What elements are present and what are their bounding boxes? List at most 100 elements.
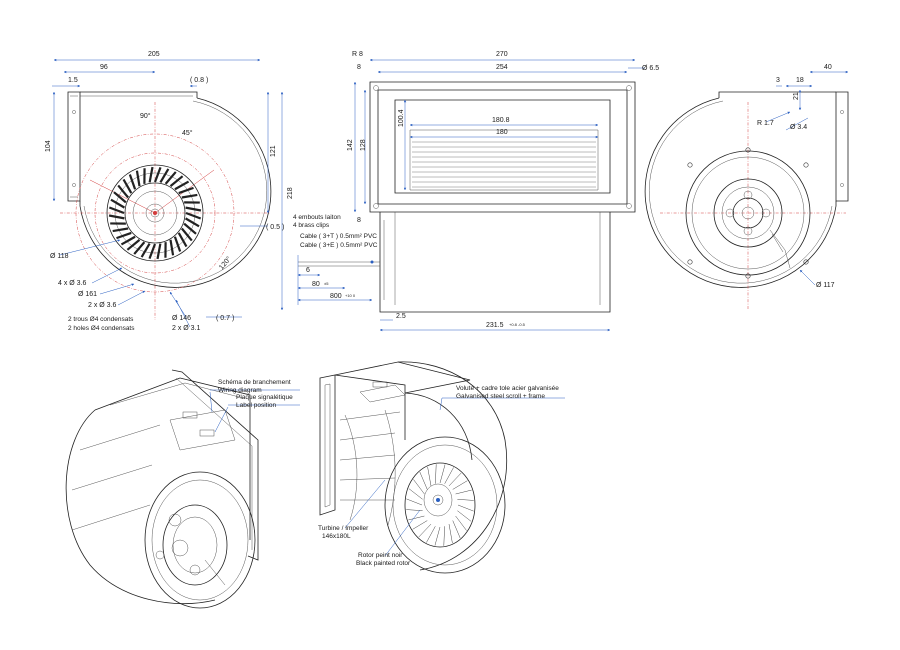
note-cable-3e: Cable ( 3+E ) 0.5mm² PVC: [300, 242, 378, 249]
rear-studs: [687, 147, 809, 279]
impeller-blade: [184, 217, 200, 228]
tol-80: ±5: [324, 281, 329, 286]
dim-270: 270: [496, 51, 508, 58]
label-scroll-fr: Volute + cadre tole acier galvanisée: [456, 385, 559, 392]
impeller-blade: [128, 174, 137, 190]
dim-1-5: 1.5: [68, 77, 78, 84]
label-plate-fr: Plaque signalétique: [236, 394, 293, 401]
dim-8-side: 8: [357, 217, 361, 224]
impeller-slat: [406, 498, 423, 506]
impeller-blade: [185, 206, 202, 212]
callout-4xd3-6: 4 x Ø 3.6: [58, 280, 87, 287]
impeller-slat: [427, 466, 432, 486]
impeller-blade: [185, 211, 202, 220]
mounting-hole: [803, 259, 809, 265]
label-scroll-en: Galvanised steel scroll + frame: [456, 393, 545, 400]
impeller-slat: [412, 520, 428, 530]
isometric-front: Volute + cadre tole acier galvanisée Gal…: [318, 361, 565, 574]
dim-21: 21: [793, 92, 800, 100]
impeller-slat: [457, 499, 474, 501]
note-brass-fr: 4 embouts laiton: [293, 214, 341, 221]
impeller-blade: [126, 238, 141, 251]
impeller-blade: [135, 170, 141, 187]
dim-100-4: 100.4: [398, 109, 405, 127]
rear-view: 40 3 18 21 R 1.7 Ø 3.4 Ø 117: [644, 64, 849, 310]
angle-45: 45°: [182, 129, 193, 137]
impeller-blade: [116, 231, 132, 240]
dim-8-top: 8: [357, 64, 361, 71]
label-plate-en: Label position: [236, 402, 276, 409]
label-rotor-fr: Rotor peint noir: [358, 552, 403, 559]
dim-r8: R 8: [352, 51, 363, 58]
dim-96: 96: [100, 64, 108, 71]
note-condensate-en: 2 holes Ø4 condensats: [68, 325, 135, 332]
impeller-slat: [448, 524, 453, 544]
impeller-blade: [174, 180, 190, 191]
tol-800: +10 0: [345, 293, 356, 298]
impeller-blade: [178, 186, 194, 195]
impeller-blade: [153, 166, 162, 183]
impeller-slat: [444, 467, 454, 484]
dim-6: 6: [306, 267, 310, 274]
impeller-blade: [148, 243, 157, 260]
dim-104: 104: [45, 140, 52, 152]
impeller-slat: [419, 471, 428, 490]
dim-width-205: 205: [148, 51, 160, 58]
impeller-slat: [408, 488, 423, 500]
dim-18: 18: [796, 77, 804, 84]
dim-231-5: 231.5: [486, 322, 504, 329]
tol-231-5: +0.8 -0.5: [509, 322, 526, 327]
label-wiring-en: Wiring diagram: [218, 387, 262, 394]
front-view: 205 96 1.5 ( 0.8 ) 104 121 218 ( 0.5 ) 9…: [45, 51, 294, 332]
impeller-slat: [457, 510, 472, 522]
dim-180: 180: [496, 129, 508, 136]
dim-0-8: ( 0.8 ): [190, 77, 208, 84]
mounting-hole: [803, 162, 809, 168]
isometric-rear: Schéma de branchement Wiring diagram Pla…: [65, 369, 300, 609]
impeller-slat: [435, 464, 437, 484]
dim-254: 254: [496, 64, 508, 71]
impeller-blade: [112, 227, 129, 233]
impeller-slat: [426, 526, 436, 543]
dim-d3-4: Ø 3.4: [790, 124, 807, 131]
impeller-blade: [177, 232, 188, 248]
impeller-blade: [180, 227, 193, 242]
note-condensate-fr: 2 trous Ø4 condensats: [68, 316, 134, 323]
label-wiring-fr: Schéma de branchement: [218, 379, 291, 386]
dim-80: 80: [312, 281, 320, 288]
impeller-slat: [455, 515, 467, 531]
angle-120: 120°: [217, 255, 233, 271]
impeller-slat: [434, 526, 441, 546]
angle-90: 90°: [140, 112, 151, 120]
impeller-slat: [457, 504, 474, 512]
impeller-blade: [181, 193, 198, 199]
callout-d118: Ø 118: [50, 253, 69, 260]
side-view: R 8 270 8 254 Ø 6.5 142 128 100.4 180.8 …: [293, 51, 659, 332]
side-blades: [412, 141, 596, 188]
impeller-blade: [122, 178, 133, 194]
impeller-slat: [455, 489, 472, 495]
dim-3: 3: [776, 77, 780, 84]
dim-0-5: ( 0.5 ): [266, 224, 284, 231]
impeller-blade: [164, 171, 177, 185]
impeller-blade: [183, 222, 197, 235]
callout-2xd3-1: 2 x Ø 3.1: [172, 325, 201, 332]
impeller-blade: [110, 198, 126, 209]
dim-142: 142: [347, 139, 354, 151]
dim-128: 128: [360, 139, 367, 151]
note-brass-en: 4 brass clips: [293, 222, 330, 229]
impeller-slat: [448, 472, 462, 487]
impeller-slat: [443, 526, 445, 546]
dim-40: 40: [824, 64, 832, 71]
dim-d6-5: Ø 6.5: [642, 65, 659, 72]
impeller-blade: [120, 235, 136, 246]
impeller-slat: [408, 515, 425, 521]
label-impeller-size: 146x180L: [322, 533, 351, 540]
dim-0-7: ( 0.7 ): [216, 315, 234, 322]
dim-800: 800: [330, 293, 342, 300]
mounting-hole: [687, 162, 693, 168]
impeller-blade: [156, 243, 162, 260]
callout-d146: Ø 146: [172, 315, 191, 322]
impeller-slat: [413, 479, 425, 495]
note-cable-3t: Cable ( 3+T ) 0.5mm² PVC: [300, 233, 377, 240]
